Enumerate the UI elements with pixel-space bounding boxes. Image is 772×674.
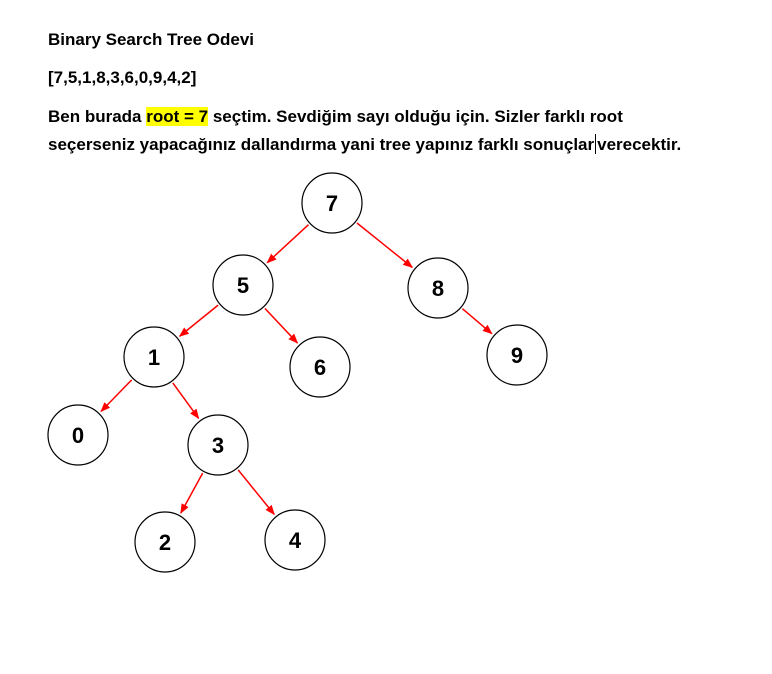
paragraph-text-before-highlight: Ben burada bbox=[48, 107, 147, 126]
tree-node-4: 4 bbox=[264, 509, 326, 571]
node-label: 2 bbox=[159, 530, 171, 555]
edge-n7-n8-arrow bbox=[356, 222, 414, 268]
sequence-text: [7,5,1,8,3,6,0,9,4,2] bbox=[48, 68, 197, 87]
tree-node-8: 8 bbox=[407, 257, 469, 319]
node-label: 5 bbox=[237, 273, 249, 298]
edge-n3-n4-arrow bbox=[237, 469, 275, 516]
node-circle bbox=[47, 404, 109, 466]
node-circle bbox=[134, 511, 196, 573]
paragraph-line-1: Ben burada root = 7 seçtim. Sevdiğim say… bbox=[48, 107, 623, 127]
node-label: 4 bbox=[289, 528, 302, 553]
node-circle bbox=[486, 324, 548, 386]
tree-node-0: 0 bbox=[47, 404, 109, 466]
tree-node-9: 9 bbox=[486, 324, 548, 386]
paragraph-text-after-highlight: seçtim. Sevdiğim sayı olduğu için. Sizle… bbox=[208, 107, 623, 126]
tree-edges bbox=[100, 222, 493, 516]
document-title: Binary Search Tree Odevi bbox=[48, 30, 254, 49]
tree-nodes: 7 5 8 1 6 9 0 3 2 4 bbox=[47, 172, 548, 573]
tree-node-3: 3 bbox=[187, 414, 249, 476]
node-circle bbox=[301, 172, 363, 234]
edge-n5-n6-arrow bbox=[264, 307, 299, 344]
node-label: 3 bbox=[212, 433, 224, 458]
highlighted-root-text: root = 7 bbox=[146, 107, 209, 126]
node-label: 8 bbox=[432, 276, 444, 301]
edge-n7-n5-arrow bbox=[266, 224, 309, 264]
edge-n3-n2-arrow bbox=[180, 472, 204, 514]
tree-node-7: 7 bbox=[301, 172, 363, 234]
edge-n1-n0-arrow bbox=[100, 379, 133, 413]
node-circle bbox=[123, 326, 185, 388]
tree-node-1: 1 bbox=[123, 326, 185, 388]
node-circle bbox=[264, 509, 326, 571]
edge-n1-n3-arrow bbox=[172, 382, 200, 420]
edge-n8-n9-arrow bbox=[461, 308, 493, 335]
node-label: 9 bbox=[511, 343, 523, 368]
text-cursor bbox=[595, 134, 597, 154]
tree-node-2: 2 bbox=[134, 511, 196, 573]
paragraph-text-after-cursor: verecektir. bbox=[597, 135, 682, 154]
edge-n5-n1-arrow bbox=[178, 304, 219, 337]
paragraph-line-2: seçerseniz yapacağınız dallandırma yani … bbox=[48, 134, 681, 155]
node-label: 0 bbox=[72, 423, 84, 448]
tree-node-5: 5 bbox=[212, 254, 274, 316]
node-circle bbox=[187, 414, 249, 476]
node-label: 7 bbox=[326, 191, 338, 216]
node-circle bbox=[289, 336, 351, 398]
tree-node-6: 6 bbox=[289, 336, 351, 398]
node-circle bbox=[407, 257, 469, 319]
node-label: 6 bbox=[314, 355, 326, 380]
node-circle bbox=[212, 254, 274, 316]
paragraph-text-before-cursor: seçerseniz yapacağınız dallandırma yani … bbox=[48, 135, 595, 154]
node-label: 1 bbox=[148, 345, 160, 370]
